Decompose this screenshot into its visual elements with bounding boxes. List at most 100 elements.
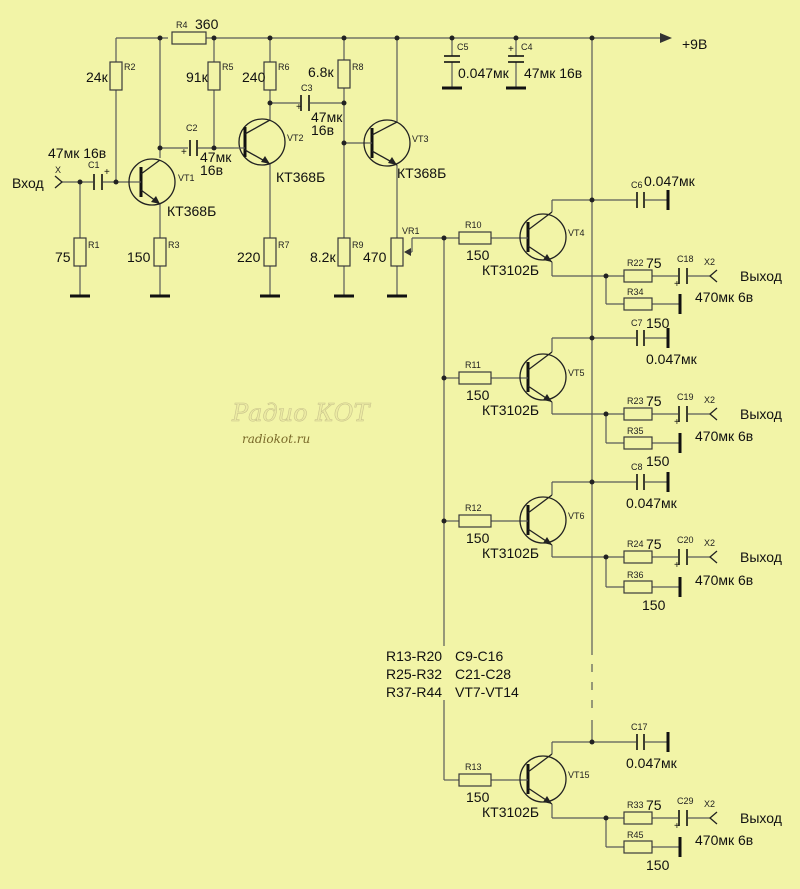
value-R33: 75 [646,797,662,813]
ref-VT15: VT15 [568,770,590,780]
value-C3-capacitance: 47мк [311,109,343,125]
value-C4: 47мк 16в [524,65,582,81]
ref-R5: R5 [222,62,234,72]
resistor-R5 [207,61,221,91]
resistor-R11 [458,371,492,385]
value-C18: 470мк 6в [695,289,753,305]
polarity-marks: + + + + + + + + [104,44,680,832]
value-R2: 24к [86,69,109,85]
svg-text:+: + [674,279,680,290]
watermark-url: radiokot.ru [242,432,310,446]
ref-C6: C6 [631,180,643,190]
ref-R33: R33 [627,800,644,810]
transistor-VT15 [519,753,567,805]
output-4-label: Выход [740,810,782,826]
value-C20: 470мк 6в [695,572,753,588]
transistor-VT2 [234,118,286,166]
ref-VT2: VT2 [287,133,304,143]
value-C3-voltage: 16в [311,122,334,138]
ref-C4: C4 [521,42,533,52]
value-R6: 240 [242,69,266,85]
transistor-VT5 [519,351,567,403]
resistor-R3 [153,237,167,267]
ref-R10: R10 [465,220,482,230]
type-VT15: КТ3102Б [482,804,539,820]
ref-C8: C8 [631,462,643,472]
ref-VT5: VT5 [568,368,585,378]
value-R34: 150 [646,315,670,331]
resistor-R2 [109,61,123,91]
input-connector-ref: X [55,165,61,175]
value-R36: 150 [642,597,666,613]
ref-C1: C1 [88,160,100,170]
value-C17: 0.047мк [626,755,678,771]
svg-text:+: + [674,417,680,428]
ref-C7: C7 [631,318,643,328]
transistor-VT3 [363,119,411,167]
labels: +9В Вход X R2 24к R1 75 R3 150 R4 360 R5… [12,16,782,873]
resistor-R13 [458,773,492,787]
value-R24: 75 [646,536,662,552]
value-C2-voltage: 16в [200,162,223,178]
junction-dots [77,35,609,821]
ref-C20: C20 [677,535,694,545]
resistor-R6 [263,61,277,91]
value-R45: 150 [646,857,670,873]
supply-label: +9В [682,36,707,52]
type-VT2: КТ368Б [276,169,325,185]
output-1-label: Выход [740,268,782,284]
output-1-connector: X2 [704,257,715,267]
resistor-R10 [458,231,492,245]
ref-VT3: VT3 [412,134,429,144]
value-C29: 470мк 6в [695,832,753,848]
resistor-R8 [337,59,351,89]
value-C1: 47мк 16в [48,145,106,161]
value-R35: 150 [646,453,670,469]
svg-text:+: + [104,167,110,178]
ref-R24: R24 [627,539,644,549]
ref-R3: R3 [168,240,180,250]
resistor-R33 [623,811,653,825]
value-C2-capacitance: 47мк [200,149,232,165]
output-4-connector: X2 [704,799,715,809]
output-2-label: Выход [740,406,782,422]
note-line3-resistors: R37-R44 [386,684,442,700]
watermark-logo: Радио КОТ [231,399,371,427]
ref-R2: R2 [124,62,136,72]
value-R3: 150 [127,249,151,265]
output-3-connector: X2 [704,538,715,548]
value-C5: 0.047мк [458,65,510,81]
wires [62,37,660,781]
input-label: Вход [12,175,44,191]
resistor-R22 [623,269,653,283]
ref-R36: R36 [627,570,644,580]
note-line2-caps: C21-C28 [455,666,511,682]
ref-R8: R8 [352,62,364,72]
note-line1-resistors: R13-R20 [386,648,442,664]
value-R13: 150 [466,789,490,805]
value-C6: 0.047мк [644,173,696,189]
value-R5: 91к [186,69,209,85]
ref-R9: R9 [352,240,364,250]
connectors [54,175,718,825]
ref-VT6: VT6 [568,511,585,521]
ref-C3: C3 [301,83,313,93]
value-R22: 75 [646,255,662,271]
supply-arrow [660,33,672,43]
value-C19: 470мк 6в [695,428,753,444]
resistor-R7 [263,237,277,267]
ref-R23: R23 [627,396,644,406]
ref-C2: C2 [186,123,198,133]
value-R10: 150 [466,247,490,263]
value-R1: 75 [55,249,71,265]
ref-R13: R13 [465,762,482,772]
note-line3-transistors: VT7-VT14 [455,684,519,700]
value-R11: 150 [466,387,490,403]
ref-VR1: VR1 [402,226,420,236]
ground-symbols [70,86,682,857]
resistor-R9 [337,237,351,267]
resistor-R4 [171,31,207,45]
type-VT5: КТ3102Б [482,402,539,418]
capacitor-plates [93,55,688,826]
